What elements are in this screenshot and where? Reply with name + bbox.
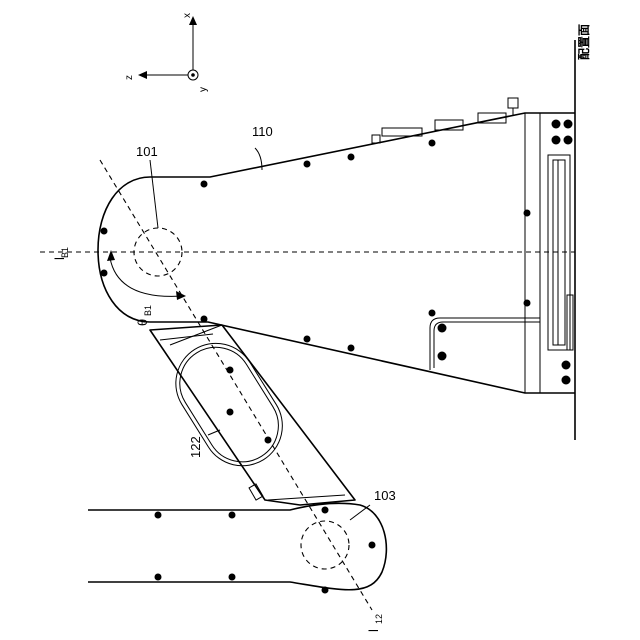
arm-with-joint-103: 103 [88,488,396,594]
link-122-leader [208,430,220,435]
base-outline [98,113,575,393]
surface-label: 配置面 [576,24,591,60]
joint-101-label: 101 [136,144,158,159]
x-axis-label: x [182,13,193,18]
placement-surface: 配置面 [575,24,591,440]
angle-label: θ [135,319,150,326]
link-outline [150,325,355,505]
y-axis-label: y [198,87,209,92]
axis-l12-label: l [366,629,381,632]
z-axis-arrow [138,71,147,79]
axis-l12: l 12 [100,160,384,632]
base-110-label: 110 [252,124,273,139]
angle-thetaB1: θ B1 [107,250,186,326]
axis-l12-sub: 12 [374,614,384,624]
joint-103-circle [301,521,349,569]
z-axis-label: z [124,75,135,80]
link-122-label: 122 [188,436,203,458]
link-122: 122 [150,325,355,505]
arm-outline [88,503,386,589]
coordinate-axes: x z y [124,13,209,92]
axis-lB1-sub: B1 [60,247,70,258]
axis-lB1: l B1 [40,247,575,260]
base-body-110 [98,98,575,393]
joint-101-leader [150,160,158,228]
joint-103-leader [350,505,370,520]
base-110-callout: 110 [252,124,273,170]
angle-sub: B1 [143,305,153,316]
joint-103-label: 103 [374,488,396,503]
